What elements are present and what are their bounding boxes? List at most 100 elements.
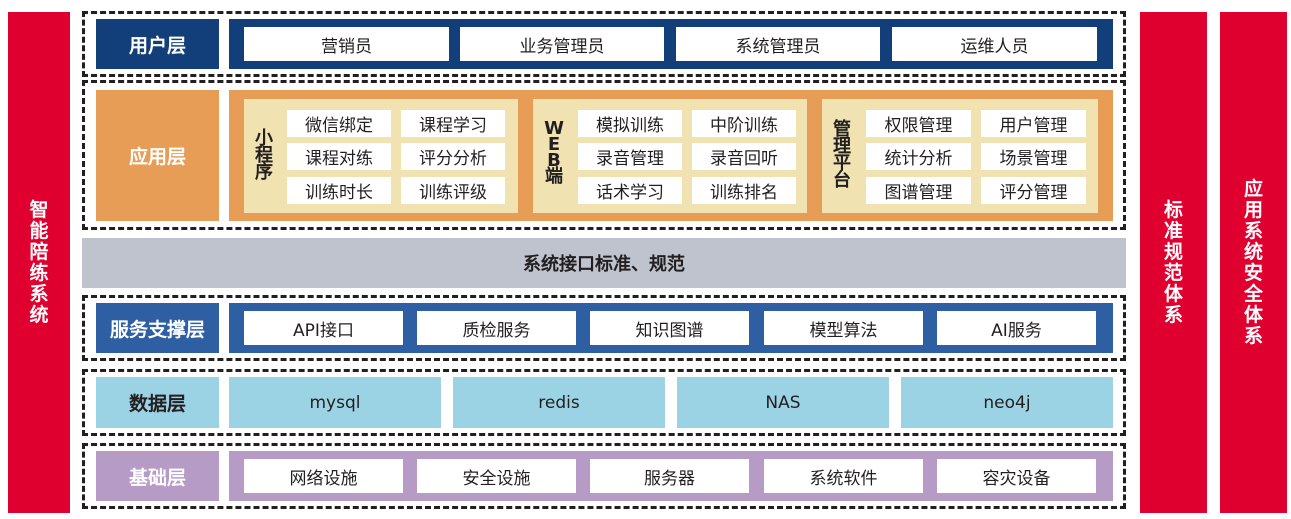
app-feature-item: 评分管理 bbox=[981, 177, 1086, 204]
item-text: 营销员 bbox=[321, 36, 372, 57]
app-feature-item: 录音回听 bbox=[692, 143, 796, 170]
app-feature-item: 模拟训练 bbox=[578, 110, 682, 137]
item-text: 课程学习 bbox=[419, 116, 487, 136]
user-role-item: 系统管理员 bbox=[676, 27, 880, 61]
item-text: mysql bbox=[309, 392, 361, 413]
app-feature-item: 权限管理 bbox=[866, 110, 971, 137]
app-feature-item: 中阶训练 bbox=[692, 110, 796, 137]
app-feature-item: 话术学习 bbox=[578, 177, 682, 204]
item-text: 系统管理员 bbox=[735, 36, 821, 57]
user-layer-label: 用户层 bbox=[96, 19, 219, 69]
item-text: 评分分析 bbox=[419, 149, 487, 169]
app-feature-item: 评分分析 bbox=[401, 143, 505, 170]
app-group-web: WEB端 模拟训练 中阶训练 录音管理 录音回听 话术学习 训练排名 bbox=[533, 99, 807, 213]
item-text: 网络设施 bbox=[289, 468, 358, 489]
service-layer-label: 服务支撑层 bbox=[96, 303, 219, 353]
side-bar-security-system: 应用系统安全体系 bbox=[1220, 12, 1287, 513]
item-text: 训练排名 bbox=[710, 183, 778, 203]
item-text: redis bbox=[538, 392, 580, 413]
app-group-admin-platform: 管理平台 权限管理 用户管理 统计分析 场景管理 图谱管理 评分管理 bbox=[822, 99, 1098, 213]
side-bar-label: 应用系统安全体系 bbox=[1243, 177, 1263, 347]
item-text: 安全设施 bbox=[462, 468, 531, 489]
app-feature-item: 课程学习 bbox=[401, 110, 505, 137]
data-store-item: neo4j bbox=[901, 377, 1113, 428]
item-text: 权限管理 bbox=[884, 116, 953, 136]
infrastructure-item: 容灾设备 bbox=[937, 459, 1096, 493]
app-feature-item: 训练评级 bbox=[401, 177, 505, 204]
base-layer-strip: 网络设施 安全设施 服务器 系统软件 容灾设备 bbox=[229, 451, 1113, 501]
app-group-mini-program: 小程序 微信绑定 课程学习 课程对练 评分分析 训练时长 训练评级 bbox=[244, 99, 518, 213]
item-text: 图谱管理 bbox=[884, 183, 953, 203]
app-feature-item: 训练时长 bbox=[287, 177, 391, 204]
user-layer-label-text: 用户层 bbox=[128, 34, 186, 57]
app-feature-item: 录音管理 bbox=[578, 143, 682, 170]
service-item: 质检服务 bbox=[417, 311, 576, 345]
item-text: 系统软件 bbox=[809, 468, 878, 489]
app-feature-item: 用户管理 bbox=[981, 110, 1086, 137]
item-text: 质检服务 bbox=[462, 320, 531, 341]
service-item: 模型算法 bbox=[764, 311, 923, 345]
side-bar-label: 智能陪练系统 bbox=[29, 198, 49, 326]
item-text: 训练时长 bbox=[305, 183, 373, 203]
side-bar-label: 标准规范体系 bbox=[1163, 198, 1183, 326]
item-text: 统计分析 bbox=[884, 149, 953, 169]
user-role-item: 运维人员 bbox=[892, 27, 1097, 61]
interface-standards-label: 系统接口标准、规范 bbox=[523, 254, 685, 275]
service-item: API接口 bbox=[244, 311, 403, 345]
app-layer-strip: 小程序 微信绑定 课程学习 课程对练 评分分析 训练时长 训练评级 WEB端 模… bbox=[229, 90, 1113, 221]
data-store-item: mysql bbox=[229, 377, 441, 428]
app-layer-frame bbox=[82, 80, 1126, 230]
app-feature-item: 统计分析 bbox=[866, 143, 971, 170]
item-text: 评分管理 bbox=[999, 183, 1068, 203]
item-text: 话术学习 bbox=[596, 183, 664, 203]
user-role-item: 业务管理员 bbox=[460, 27, 664, 61]
item-text: 录音回听 bbox=[710, 149, 778, 169]
data-layer-label: 数据层 bbox=[96, 377, 219, 428]
item-text: 模型算法 bbox=[809, 320, 878, 341]
app-group-title: WEB端 bbox=[544, 118, 564, 187]
side-bar-standards-system: 标准规范体系 bbox=[1140, 12, 1207, 513]
item-text: 训练评级 bbox=[419, 183, 487, 203]
service-item: AI服务 bbox=[937, 311, 1096, 345]
item-text: NAS bbox=[765, 392, 801, 413]
service-layer-label-text: 服务支撑层 bbox=[109, 318, 205, 341]
item-text: 微信绑定 bbox=[305, 116, 373, 136]
item-text: 运维人员 bbox=[960, 36, 1029, 57]
app-layer-label: 应用层 bbox=[96, 90, 219, 221]
service-item: 知识图谱 bbox=[590, 311, 749, 345]
data-store-item: NAS bbox=[677, 377, 889, 428]
service-layer-strip: API接口 质检服务 知识图谱 模型算法 AI服务 bbox=[229, 303, 1113, 353]
item-text: 中阶训练 bbox=[710, 116, 778, 136]
app-feature-item: 微信绑定 bbox=[287, 110, 391, 137]
infrastructure-item: 系统软件 bbox=[764, 459, 923, 493]
service-layer-frame bbox=[82, 295, 1126, 361]
user-layer-strip: 营销员 业务管理员 系统管理员 运维人员 bbox=[229, 19, 1113, 69]
item-text: 容灾设备 bbox=[982, 468, 1051, 489]
app-feature-item: 场景管理 bbox=[981, 143, 1086, 170]
infrastructure-item: 服务器 bbox=[590, 459, 749, 493]
data-layer-frame bbox=[82, 369, 1126, 436]
infrastructure-item: 安全设施 bbox=[417, 459, 576, 493]
app-group-title: 小程序 bbox=[255, 128, 273, 183]
base-layer-frame bbox=[82, 443, 1126, 509]
data-store-item: redis bbox=[453, 377, 665, 428]
app-feature-item: 训练排名 bbox=[692, 177, 796, 204]
item-text: API接口 bbox=[293, 320, 354, 341]
item-text: neo4j bbox=[983, 392, 1031, 413]
item-text: 服务器 bbox=[644, 468, 695, 489]
app-feature-item: 课程对练 bbox=[287, 143, 391, 170]
item-text: 场景管理 bbox=[999, 149, 1068, 169]
side-bar-smart-training-system: 智能陪练系统 bbox=[8, 12, 70, 513]
item-text: 课程对练 bbox=[305, 149, 373, 169]
app-group-title: 管理平台 bbox=[833, 119, 851, 191]
app-feature-item: 图谱管理 bbox=[866, 177, 971, 204]
app-layer-label-text: 应用层 bbox=[128, 146, 186, 168]
interface-standards-bar: 系统接口标准、规范 bbox=[82, 238, 1126, 288]
data-layer-label-text: 数据层 bbox=[128, 393, 186, 415]
item-text: 业务管理员 bbox=[519, 36, 605, 57]
base-layer-label: 基础层 bbox=[96, 451, 219, 501]
base-layer-label-text: 基础层 bbox=[128, 466, 186, 489]
user-layer-frame bbox=[82, 11, 1126, 77]
user-role-item: 营销员 bbox=[244, 27, 449, 61]
item-text: 用户管理 bbox=[999, 116, 1068, 136]
